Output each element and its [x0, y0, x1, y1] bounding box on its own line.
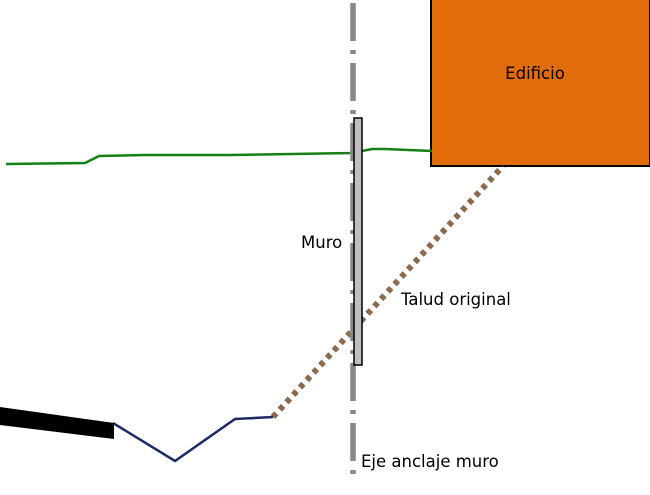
wall-label: Muro [301, 233, 342, 252]
wall [353, 117, 363, 366]
building [430, 0, 650, 167]
anchor-axis-label: Eje anclaje muro [361, 452, 499, 471]
original-slope-label: Talud original [400, 290, 511, 309]
excavation-profile-line [112, 415, 274, 463]
original-slope-line [270, 163, 506, 420]
existing-structure-slab [0, 407, 114, 439]
building-label: Edificio [505, 64, 565, 83]
ground-surface-line [5, 147, 433, 166]
